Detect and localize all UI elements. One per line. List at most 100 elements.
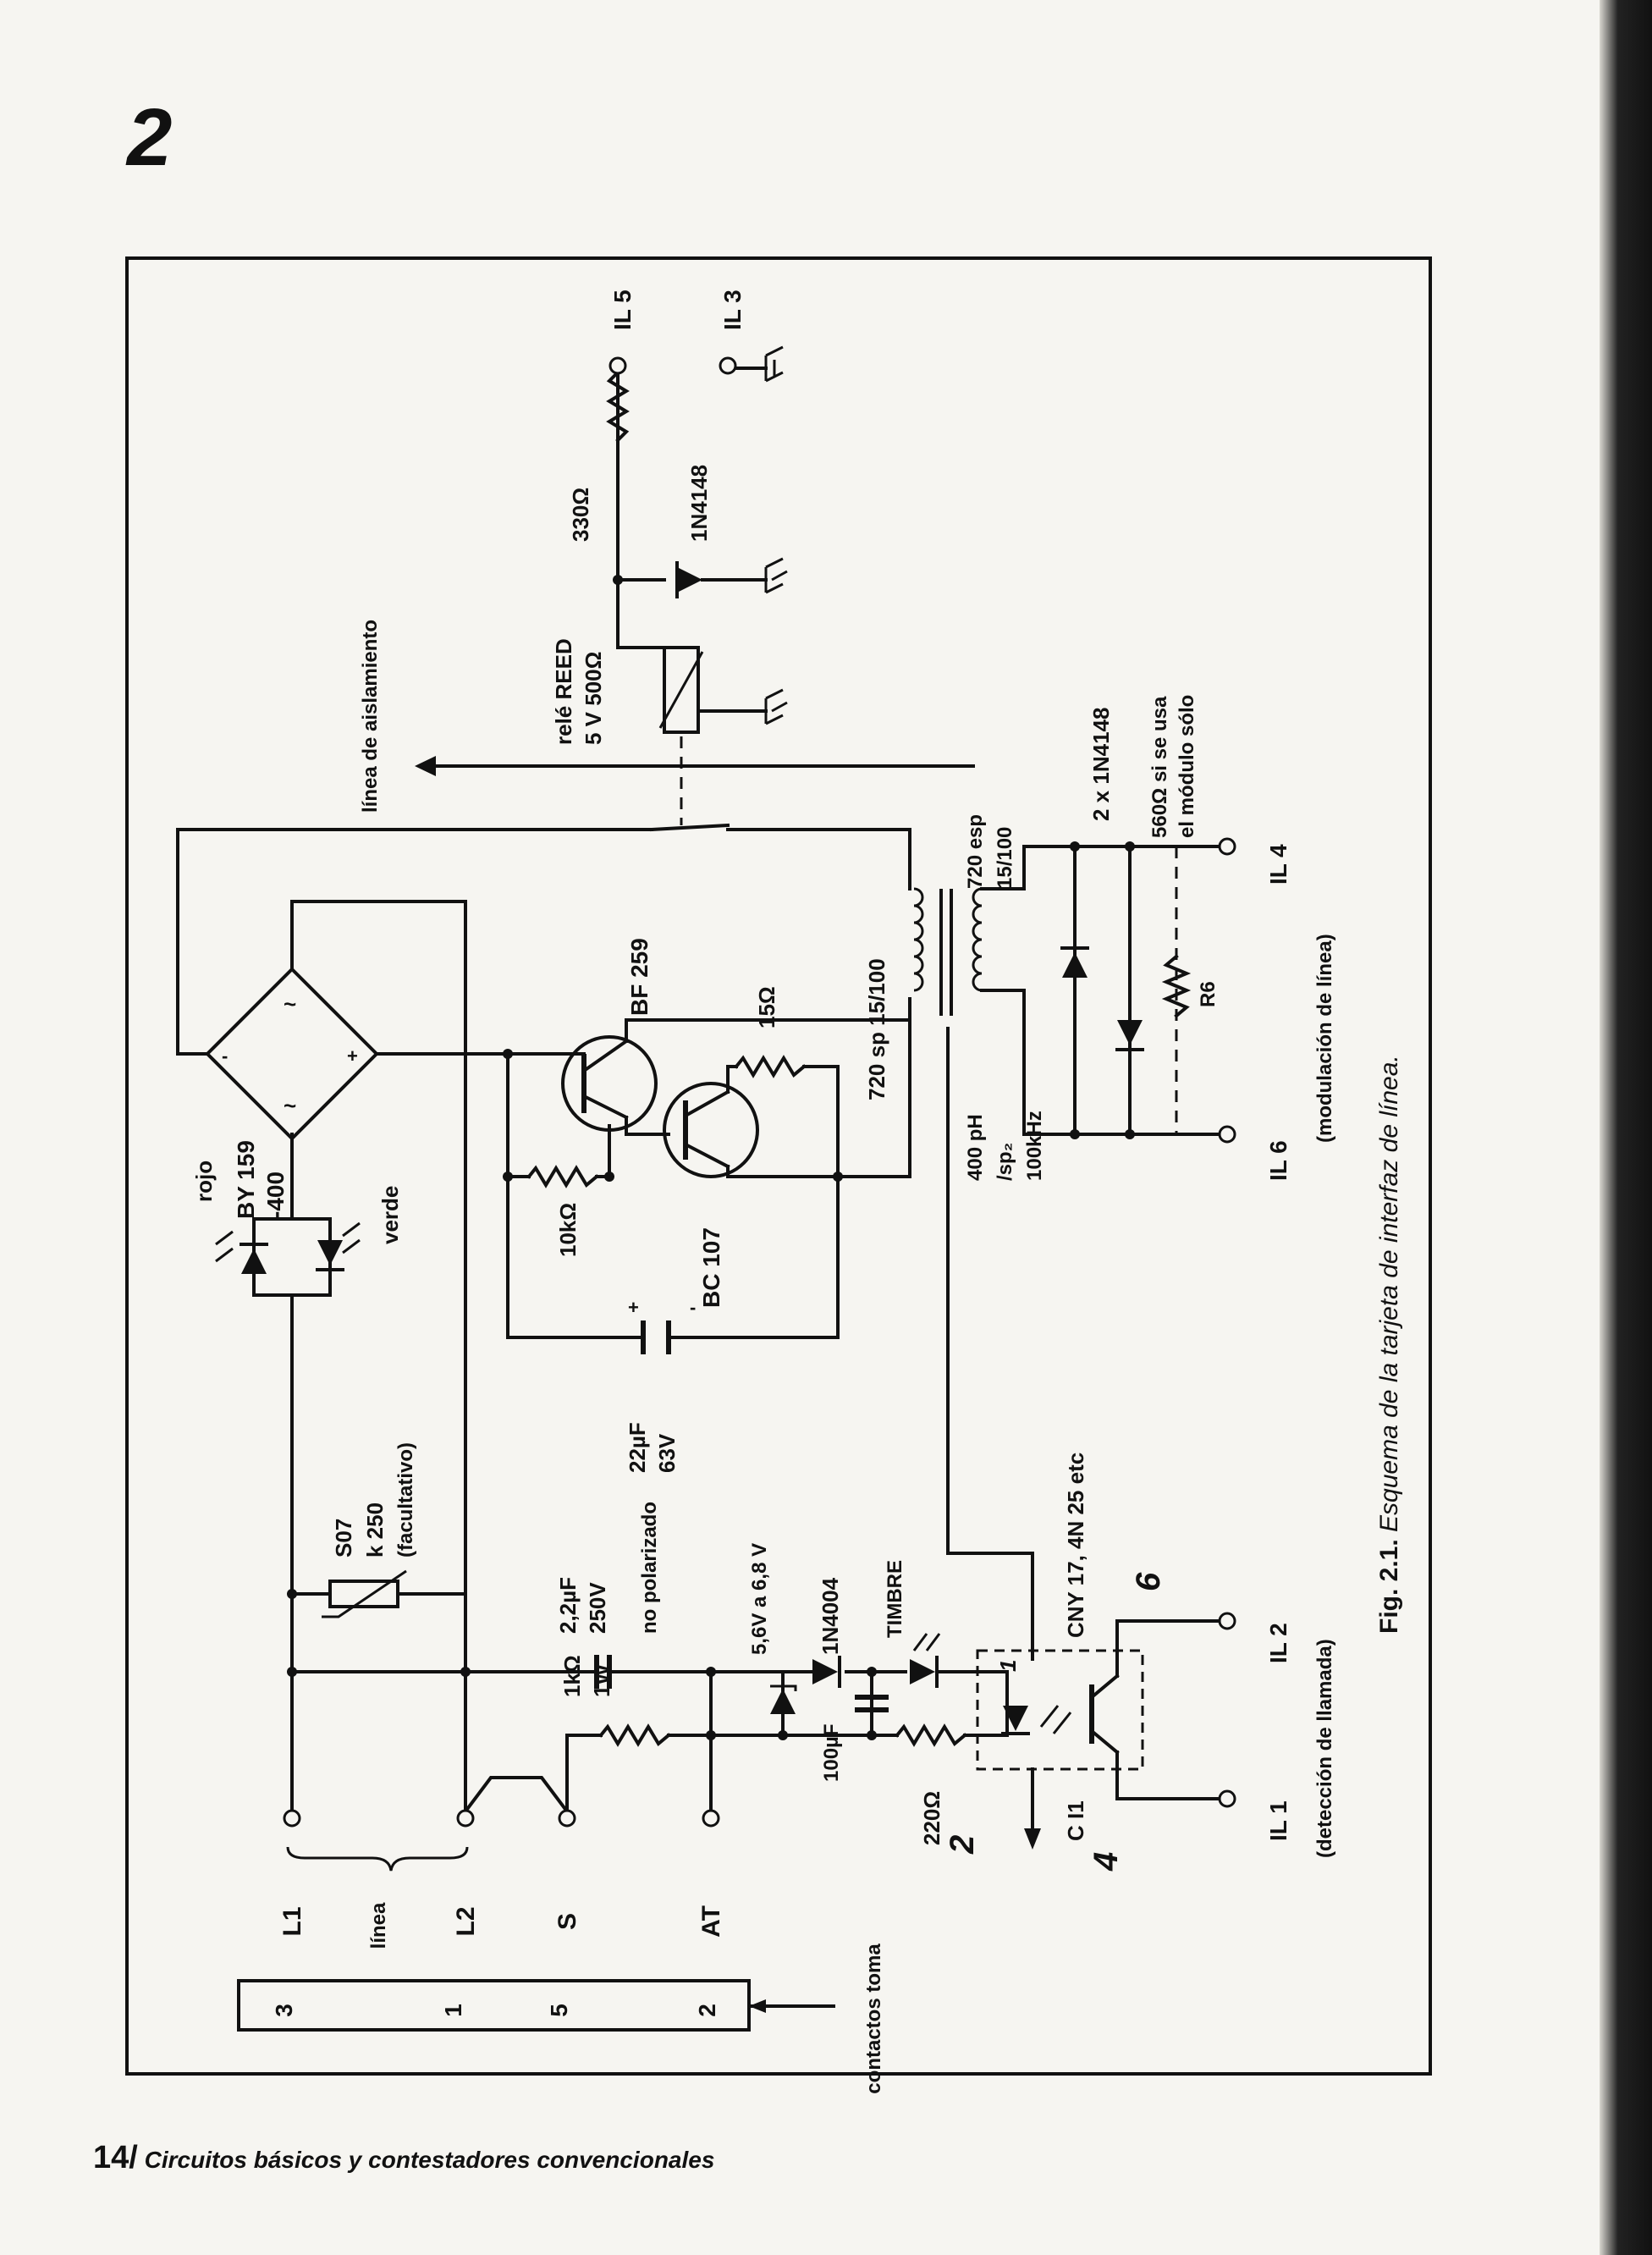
- reed-relay: [415, 367, 975, 832]
- bridge-rectifier: ~ ~ - +: [176, 828, 653, 1141]
- terminal-il4-label: IL 4: [1265, 844, 1291, 885]
- transformer-secondary-ratio: 15/100: [994, 827, 1016, 889]
- svg-text:6: 6: [1130, 1572, 1167, 1591]
- capacitor-2u2-label: 2,2µF: [555, 1577, 581, 1634]
- capacitor-63v-label: 63V: [654, 1433, 680, 1473]
- resistor-1k-label: 1kΩ: [559, 1655, 585, 1697]
- terminal-il3-label: IL 3: [719, 289, 746, 330]
- svg-text:2: 2: [944, 1835, 981, 1855]
- r6-label: R6: [1197, 981, 1220, 1007]
- capacitor-22uf-plus: +: [628, 1297, 639, 1318]
- transformer-primary-label: 720 sp 15/100: [864, 958, 889, 1100]
- vdr-label: S07: [331, 1519, 356, 1558]
- transformer-spec-2: /sp₂: [994, 1143, 1016, 1181]
- page-footer: 14/ Circuitos básicos y contestadores co…: [93, 2140, 714, 2176]
- connector-pin: 3: [271, 2004, 297, 2017]
- r6-note-1: 560Ω si se usa: [1148, 696, 1171, 838]
- vdr-k250-label: k 250: [362, 1502, 388, 1558]
- page-binding-edge: [1600, 0, 1652, 2255]
- terminal-il2-label: IL 2: [1265, 1623, 1291, 1663]
- figure-frame: [125, 256, 1432, 2076]
- vdr-s07: [322, 1569, 407, 1618]
- figure-caption-label: Fig. 2.1.: [1375, 1539, 1403, 1634]
- svg-text:4: 4: [1088, 1852, 1125, 1872]
- resistor-10k-label: 10kΩ: [555, 1203, 581, 1257]
- resistor-15-label: 15Ω: [754, 986, 779, 1028]
- terminal-il1: [1218, 1789, 1236, 1808]
- transistor-stage: [506, 1018, 911, 1354]
- connector-pin: 2: [694, 2004, 720, 2017]
- modulation-output: [1022, 845, 1220, 1136]
- isolation-line-label: línea de aislamiento: [359, 620, 382, 813]
- optocoupler-label: CNY 17, 4N 25 etc: [1063, 1453, 1088, 1638]
- detection-label: (detección de llamada): [1313, 1639, 1336, 1858]
- led-green-label: verde: [377, 1186, 403, 1244]
- vdr-optional-label: (facultativo): [394, 1442, 417, 1558]
- terminal-l1-label: L1: [278, 1906, 306, 1936]
- capacitor-250v-label: 250V: [585, 1582, 610, 1634]
- terminal-at-label: AT: [697, 1905, 725, 1938]
- figure-caption: Fig. 2.1. Esquema de la tarjeta de inter…: [1375, 1055, 1404, 1634]
- relay-spec-label: 5 V 500Ω: [581, 652, 606, 745]
- terminal-il4: [1218, 837, 1236, 856]
- capacitor-22uf-label: 22µF: [625, 1422, 650, 1473]
- page-number: 14: [93, 2140, 129, 2175]
- terminal-il1-label: IL 1: [1265, 1800, 1291, 1841]
- figure-caption-text: Esquema de la tarjeta de interfaz de lín…: [1375, 1055, 1403, 1532]
- terminal-l1: [283, 1809, 301, 1828]
- diode-relay-label: 1N4148: [686, 465, 712, 542]
- capacitor-22uf-minus: -: [690, 1297, 696, 1318]
- transformer-spec-1: 400 pH: [964, 1114, 987, 1181]
- capacitor-2u2-250v: [565, 1655, 615, 1689]
- terminal-s-label: S: [553, 1913, 581, 1930]
- zener-label: 5,6V a 6,8 V: [748, 1543, 771, 1655]
- terminal-il2: [1218, 1612, 1236, 1630]
- wiring: [290, 900, 1009, 1814]
- handwritten-notes: 1 6 2 4: [944, 1572, 1167, 1872]
- connector-pin: 5: [546, 2004, 572, 2017]
- transistor-bc107-label: BC 107: [698, 1227, 724, 1308]
- terminal-at: [702, 1809, 720, 1828]
- chapter-number: 2: [127, 92, 173, 183]
- diodes-2x-label: 2 x 1N4148: [1088, 708, 1114, 821]
- diode-1n4004-label: 1N4004: [818, 1577, 843, 1655]
- connector-block: 3 1 5 2 contactos toma línea: [237, 1902, 885, 2094]
- resistor-330-label: 330Ω: [568, 488, 593, 542]
- modulation-label: (modulación de línea): [1313, 934, 1336, 1143]
- svg-text:~: ~: [284, 991, 296, 1017]
- led-red-label: rojo: [191, 1161, 217, 1202]
- transformer: [726, 828, 1034, 1661]
- r6-note-2: el módulo sólo: [1176, 695, 1198, 838]
- timbre-label: TIMBRE: [884, 1560, 906, 1638]
- terminal-il6: [1218, 1125, 1236, 1144]
- footer-title: Circuitos básicos y contestadores conven…: [144, 2147, 715, 2173]
- terminal-s: [558, 1809, 576, 1828]
- transformer-secondary-label: 720 esp: [964, 814, 987, 889]
- optocoupler-ci1-label: C I1: [1063, 1800, 1088, 1841]
- ring-detection: [770, 1619, 1220, 1850]
- footer-separator: /: [129, 2140, 138, 2175]
- capacitor-100uf-label: 100µF: [820, 1723, 843, 1782]
- ground-symbols: [764, 345, 788, 725]
- capacitor-nonpolar-label: no polarizado: [638, 1502, 661, 1634]
- bridge-voltage-label: -400: [262, 1172, 289, 1219]
- relay-label: relé REED: [551, 638, 576, 745]
- terminal-il5-label: IL 5: [609, 289, 636, 330]
- connector-title: contactos toma: [862, 1943, 885, 2094]
- terminal-l2: [456, 1809, 475, 1828]
- svg-text:+: +: [347, 1045, 358, 1067]
- terminal-il5: [608, 356, 627, 375]
- transistor-bf259-label: BF 259: [626, 938, 653, 1016]
- led-pair: [215, 1133, 361, 1322]
- svg-text:1: 1: [995, 1660, 1021, 1672]
- connector-group-label: línea: [367, 1902, 390, 1949]
- terminal-il6-label: IL 6: [1265, 1140, 1291, 1181]
- terminal-il3: [719, 356, 737, 375]
- terminal-l2-label: L2: [452, 1906, 480, 1936]
- resistor-1k: [598, 1723, 671, 1747]
- transformer-spec-3: 100kHz: [1023, 1111, 1046, 1181]
- bridge-label: BY 159: [233, 1140, 259, 1219]
- svg-text:-: -: [222, 1045, 228, 1067]
- resistor-220-label: 220Ω: [919, 1791, 944, 1845]
